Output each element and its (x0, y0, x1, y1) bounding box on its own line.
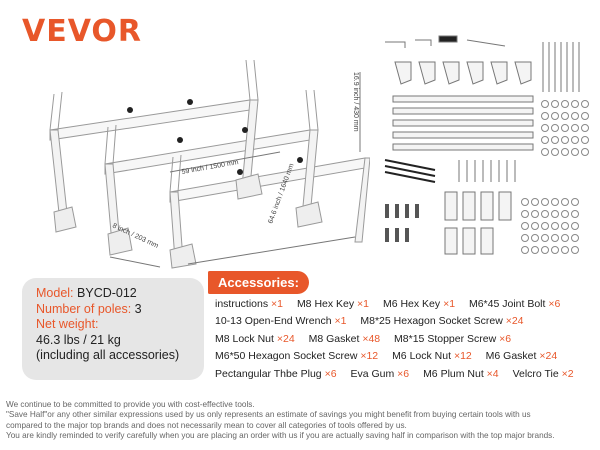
accessory-item: M8*25 Hexagon Socket Screw ×24 (360, 315, 524, 328)
accessories-row: M6*50 Hexagon Socket Screw ×12 M6 Lock N… (215, 348, 599, 365)
poles-label: Number of poles: (36, 301, 132, 316)
accessories-title: Accessories: (208, 271, 309, 294)
brand-logo: VEVOR (22, 14, 143, 49)
model-label: Model: (36, 286, 74, 300)
accessory-item: M6 Gasket ×24 (485, 350, 558, 363)
model-value: BYCD-012 (77, 286, 137, 300)
accessory-item: M6 Plum Nut ×4 (423, 367, 499, 380)
accessory-item: Pectangular Thbe Plug ×6 (215, 367, 337, 380)
disclaimer-line: compared to the major top brands and doe… (6, 420, 407, 430)
accessory-item: 10-13 Open-End Wrench ×1 (215, 315, 347, 328)
accessory-item: M8 Hex Key ×1 (296, 298, 370, 310)
disclaimer-line: We continue to be committed to provide y… (6, 400, 255, 409)
accessory-item: Velcro Tie ×2 (512, 367, 574, 380)
hardware-parts-illustration (384, 35, 589, 255)
poles-value: 3 (134, 301, 142, 316)
accessory-item: instructions ×1 (215, 298, 284, 310)
accessories-row: instructions ×1 M8 Hex Key ×1 M6 Hex Key… (215, 296, 599, 313)
disclaimer: We continue to be committed to provide y… (6, 400, 598, 442)
weight-label: Net weight: (36, 317, 99, 331)
weight-note: (including all accessories) (36, 348, 180, 362)
accessory-item: M6 Hex Key ×1 (382, 298, 456, 310)
accessory-item: M8 Gasket ×48 (308, 332, 381, 345)
accessory-item: M6 Lock Nut ×12 (392, 350, 472, 363)
accessory-item: M6*50 Hexagon Socket Screw ×12 (215, 350, 379, 363)
width-dimension: 59 inch / 1500 mm (181, 159, 239, 176)
accessory-item: M8*15 Stopper Screw ×6 (394, 332, 512, 345)
accessories-row: 10-13 Open-End Wrench ×1 M8*25 Hexagon S… (215, 313, 599, 330)
accessory-item: Eva Gum ×6 (350, 367, 410, 380)
weight-value: 46.3 lbs / 21 kg (36, 332, 121, 347)
model-line: Model: BYCD-012 (36, 286, 194, 302)
accessories-list: instructions ×1 M8 Hex Key ×1 M6 Hex Key… (215, 296, 599, 383)
accessory-item: M6*45 Joint Bolt ×6 (468, 298, 561, 310)
ladder-rack-illustration: 16.9 inch / 430 mm 64.6 inch / 1640 mm 5… (49, 59, 370, 269)
disclaimer-line: "Save Half"or any other similar expressi… (6, 410, 531, 420)
height-dimension: 16.9 inch / 430 mm (352, 72, 359, 132)
spec-box: Model: BYCD-012 Number of poles: 3 Net w… (22, 278, 204, 380)
accessories-row: Pectangular Thbe Plug ×6 Eva Gum ×6 M6 P… (215, 366, 599, 383)
poles-line: Number of poles: 3 (36, 302, 194, 318)
disclaimer-line: You are kindly reminded to verify carefu… (6, 431, 555, 441)
length-dimension: 64.6 inch / 1640 mm (267, 163, 295, 225)
accessory-item: M8 Lock Nut ×24 (215, 332, 295, 345)
accessories-row: M8 Lock Nut ×24 M8 Gasket ×48 M8*15 Stop… (215, 331, 599, 348)
